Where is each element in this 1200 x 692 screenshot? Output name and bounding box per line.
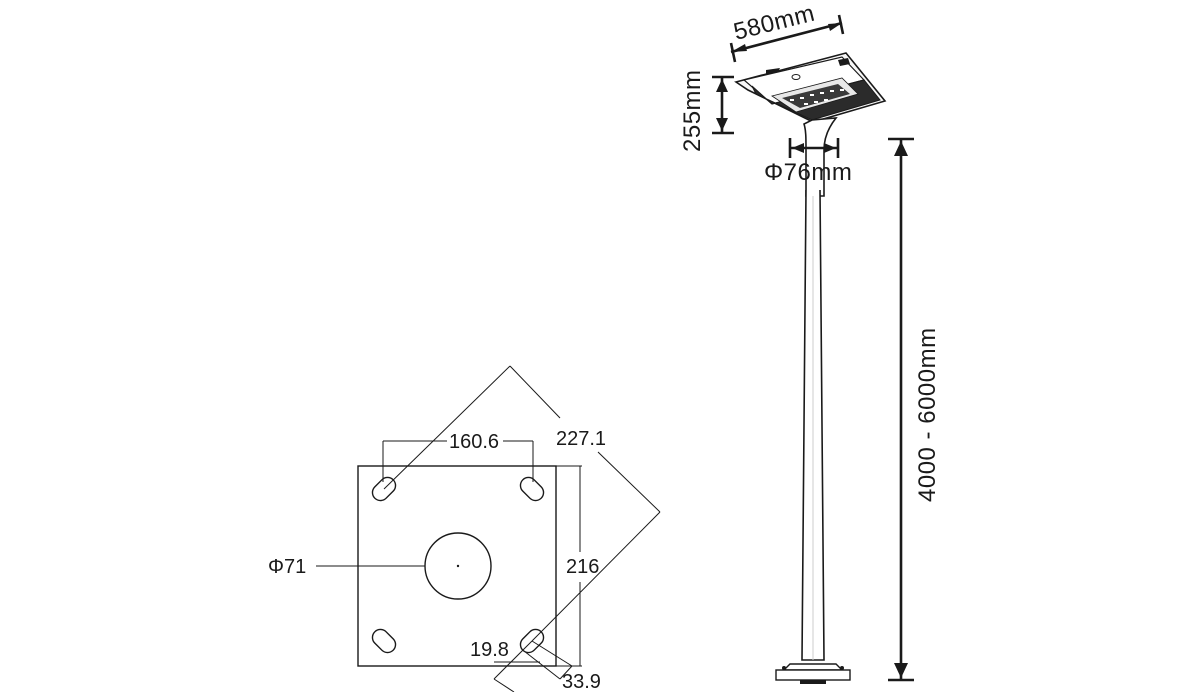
base-plate-drawing: 160.6 227.1 216 Φ71 [268, 365, 661, 692]
dim-diagonal: 227.1 [383, 365, 661, 642]
label-diagonal: 227.1 [556, 428, 606, 450]
dim-hole-spacing: 160.6 [382, 431, 534, 482]
lamp-sensor [791, 74, 801, 80]
label-hole-spacing: 160.6 [449, 431, 499, 453]
label-head-height: 255mm [679, 69, 706, 152]
label-slot-offset-b: 33.9 [562, 671, 601, 692]
label-pole-diameter: Φ76mm [764, 159, 852, 186]
dim-center-hole: Φ71 [268, 556, 425, 578]
dim-pole-diameter: Φ76mm [764, 138, 852, 186]
lamp-head [734, 52, 887, 123]
label-center-hole: Φ71 [268, 556, 306, 578]
dim-slot-offsets: 19.8 33.9 [470, 639, 601, 692]
dim-head-width: 580mm [729, 0, 845, 63]
dim-pole-height: 4000 - 6000mm [888, 137, 941, 682]
dim-head-height: 255mm [679, 69, 734, 152]
pole-foot [775, 663, 851, 684]
label-slot-offset-a: 19.8 [470, 639, 509, 661]
label-head-width: 580mm [731, 0, 818, 46]
lamp-led-dots [790, 89, 844, 105]
center-mark [456, 564, 460, 568]
lamp-clip-right [838, 58, 850, 66]
label-plate-size: 216 [566, 556, 599, 578]
lamp-pole-drawing: 580mm 255mm Φ76mm 4000 - 6000 [679, 0, 941, 684]
slot-hole-bottom-left [371, 628, 397, 654]
pole-neck [803, 117, 838, 197]
lamp-clip-left [766, 68, 780, 74]
slot-hole-top-right [519, 476, 545, 502]
dim-plate-size: 216 [556, 465, 599, 667]
pole-base-plate [775, 669, 851, 681]
label-pole-height: 4000 - 6000mm [914, 327, 941, 502]
